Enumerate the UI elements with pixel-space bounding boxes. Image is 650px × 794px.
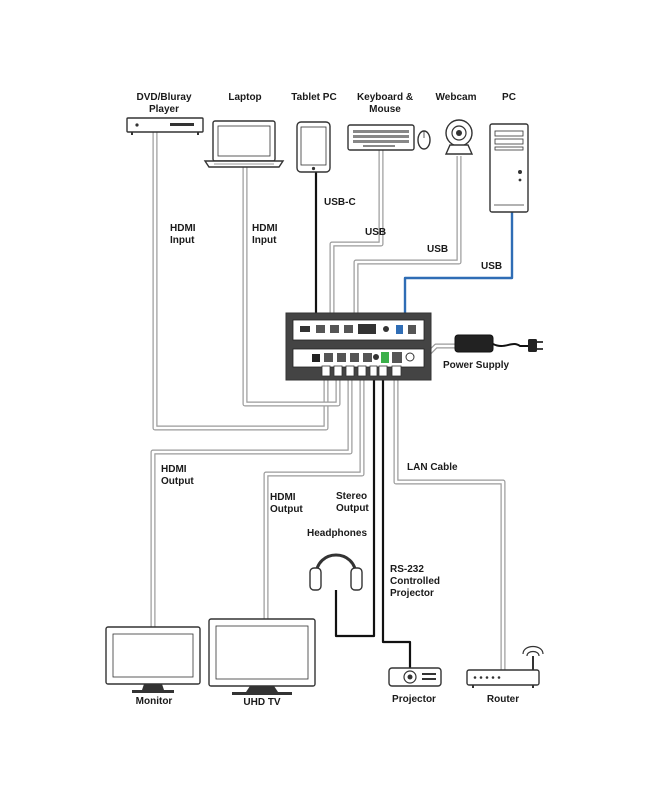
headphones-icon: [309, 553, 363, 591]
green-phoenix-port: [381, 352, 389, 363]
label-lan-cable: LAN Cable: [407, 462, 458, 473]
label-laptop: Laptop: [228, 92, 262, 103]
label-hdmi-input-1: HDMI Input: [170, 223, 196, 246]
pc-tower-icon: [489, 123, 529, 213]
label-usb-pc: USB: [481, 261, 503, 272]
cable-pc-usb: [403, 212, 514, 322]
label-usb-webcam: USB: [427, 244, 449, 255]
label-pc: PC: [502, 92, 516, 103]
cable-headphones-stereo: [334, 380, 376, 638]
cable-monitor-hdmi-output: [150, 380, 353, 628]
label-webcam: Webcam: [435, 92, 477, 103]
webcam-icon: [444, 119, 474, 155]
label-rs232-projector: RS-232 Controlled Projector: [390, 564, 440, 599]
label-hdmi-output-1: HDMI Output: [161, 464, 194, 487]
cable-projector-rs232: [381, 380, 412, 668]
label-monitor: Monitor: [135, 696, 173, 707]
tablet-pc-icon: [296, 121, 331, 173]
label-stereo-output: Stereo Output: [336, 491, 369, 514]
cable-laptop-hdmi-input: [242, 166, 341, 407]
label-hdmi-output-2: HDMI Output: [270, 492, 303, 515]
label-tablet-pc: Tablet PC: [291, 92, 337, 103]
laptop-icon: [203, 120, 285, 168]
label-usb-c: USB-C: [324, 197, 356, 208]
label-dvd-bluray-player: DVD/Bluray Player: [136, 92, 192, 115]
monitor-icon: [105, 626, 201, 693]
cable-webcam-usb: [353, 156, 462, 322]
keyboard-mouse-icon: [347, 124, 431, 151]
label-usb-keyboard: USB: [365, 227, 387, 238]
cable-dvd-hdmi-input: [152, 132, 329, 431]
uhd-tv-icon: [208, 618, 316, 695]
dvd-player-icon: [126, 117, 204, 135]
projector-icon: [388, 667, 442, 687]
label-power-supply: Power Supply: [443, 360, 510, 371]
label-uhd-tv: UHD TV: [243, 697, 281, 708]
cable-keyboard-usb: [329, 150, 384, 322]
cable-uhdtv-hdmi-output: [263, 380, 365, 620]
power-supply-icon: [454, 334, 543, 353]
label-router: Router: [486, 694, 520, 705]
label-hdmi-input-2: HDMI Input: [252, 223, 278, 246]
cable-router-lan: [393, 380, 506, 670]
extender-device: [285, 312, 432, 381]
label-headphones: Headphones: [307, 528, 368, 539]
router-icon: [466, 645, 544, 688]
label-keyboard-mouse: Keyboard & Mouse: [356, 92, 414, 115]
label-projector: Projector: [392, 694, 436, 705]
